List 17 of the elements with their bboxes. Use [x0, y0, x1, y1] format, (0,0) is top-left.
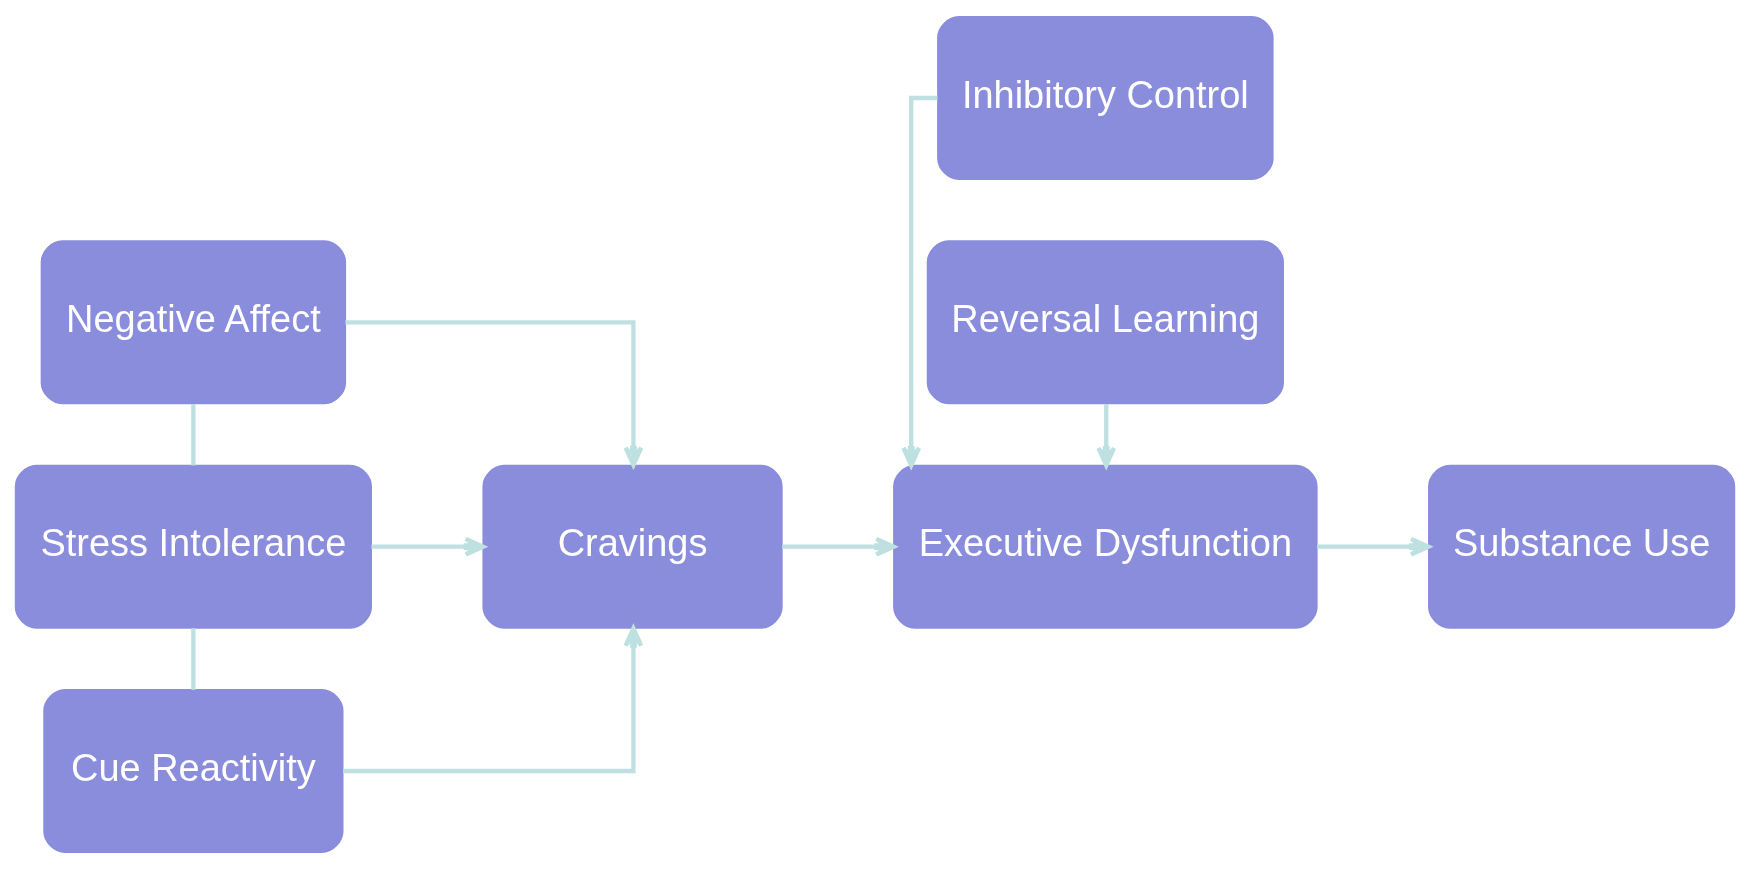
node-box: Substance Use — [1428, 464, 1736, 629]
node-box: Inhibitory Control — [937, 16, 1274, 180]
arrow — [1317, 536, 1431, 557]
node-box: Stress Intolerance — [14, 464, 372, 629]
connector — [191, 403, 196, 466]
node-box: Cravings — [482, 464, 783, 629]
node-box: Executive Dysfunction — [893, 464, 1318, 629]
node-box: Negative Affect — [40, 240, 347, 405]
node-box: Cue Reactivity — [43, 689, 344, 853]
arrow — [345, 320, 644, 468]
arrow — [1096, 403, 1117, 468]
arrow — [371, 536, 486, 557]
node-box: Reversal Learning — [926, 240, 1284, 405]
arrow — [343, 626, 644, 774]
connector — [191, 628, 196, 690]
arrow — [782, 536, 896, 557]
arrow — [901, 95, 938, 468]
